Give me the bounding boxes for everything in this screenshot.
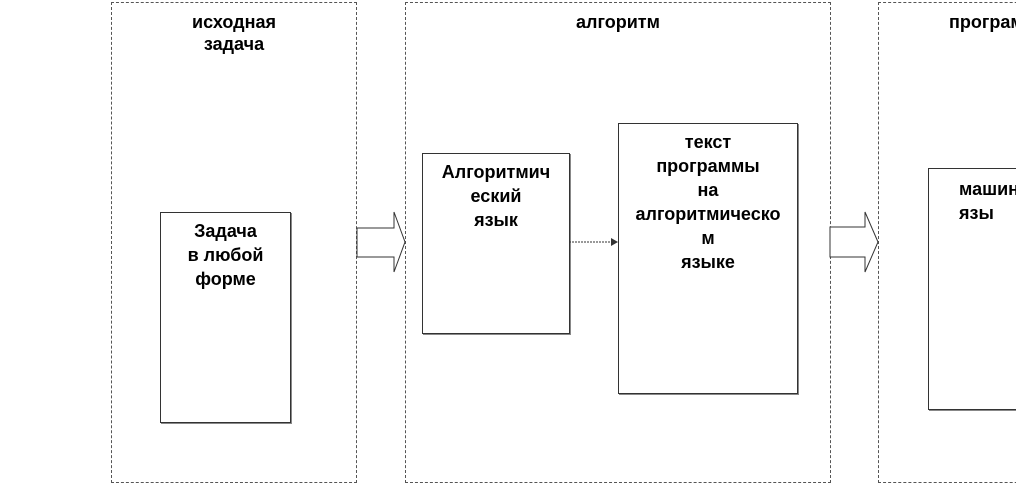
algorithmic-language-box: Алгоритмич еский язык: [422, 153, 570, 334]
source-task-panel: исходная задача Задача в любой форме: [111, 2, 357, 483]
block-arrow-2: [829, 211, 879, 273]
source-task-panel-title: исходная задача: [192, 12, 276, 54]
machine-language-text: машин язы: [959, 179, 1016, 223]
program-text-box: текст программы на алгоритмическо м язык…: [618, 123, 798, 394]
task-box: Задача в любой форме: [160, 212, 291, 423]
machine-language-box: машин язы: [928, 168, 1016, 410]
program-panel-title: програм: [949, 12, 1016, 32]
connector-arrowhead: [611, 238, 618, 246]
program-panel: програм машин язы: [878, 2, 1016, 483]
block-arrow-1: [356, 211, 406, 273]
algorithm-panel: алгоритм Алгоритмич еский язык текст про…: [405, 2, 831, 483]
algorithmic-language-text: Алгоритмич еский язык: [441, 162, 551, 230]
program-text-box-text: текст программы на алгоритмическо м язык…: [635, 132, 781, 272]
task-box-text: Задача в любой форме: [187, 221, 264, 289]
algorithm-panel-title: алгоритм: [576, 12, 660, 32]
